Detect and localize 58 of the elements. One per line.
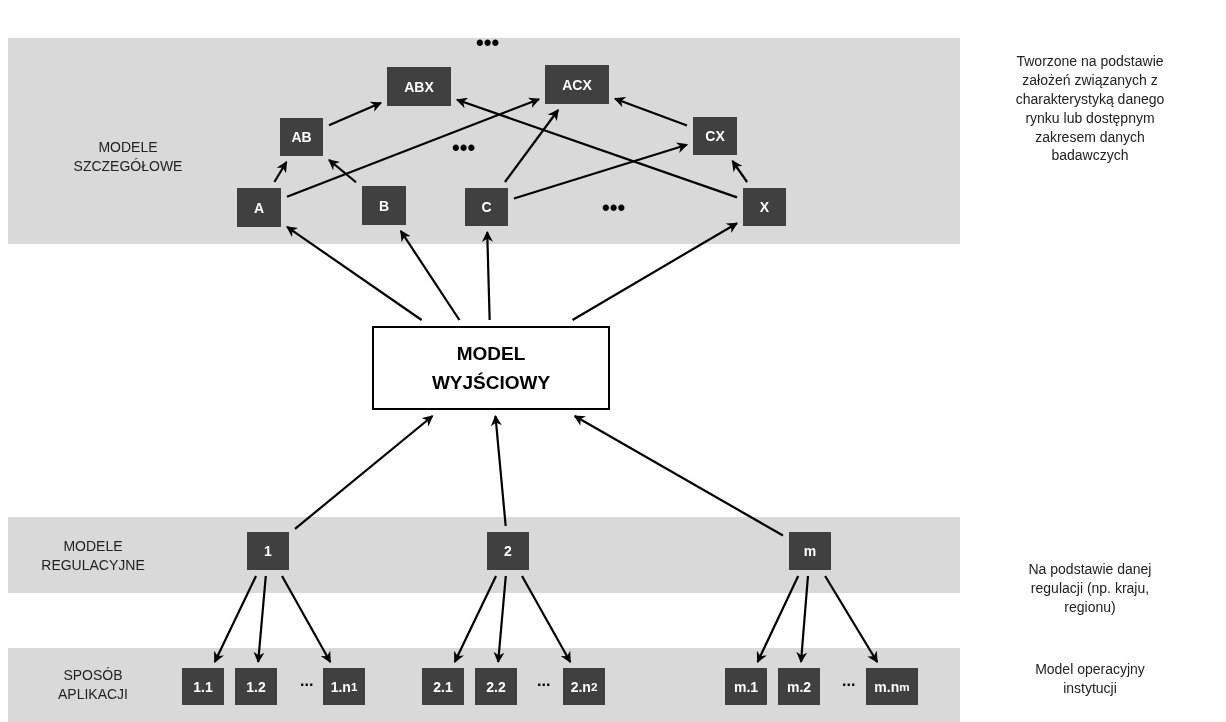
band-background xyxy=(8,517,960,593)
model-box: MODEL WYJŚCIOWY xyxy=(372,326,610,410)
model-node: 1 xyxy=(247,532,289,570)
model-node: m.2 xyxy=(778,668,820,705)
model-node: ABX xyxy=(387,67,451,106)
ellipsis-mark: ... xyxy=(842,672,856,690)
ellipsis-mark: ••• xyxy=(452,135,476,161)
ellipsis-mark: ••• xyxy=(476,30,500,56)
arrow xyxy=(490,414,507,527)
model-node: B xyxy=(362,186,406,225)
band-title: MODELE REGULACYJNE xyxy=(40,537,146,575)
arrow xyxy=(493,575,507,664)
arrow xyxy=(328,159,357,184)
arrow xyxy=(572,222,738,321)
ellipsis-mark: ... xyxy=(300,672,314,690)
model-node: m.1 xyxy=(725,668,767,705)
model-node: 2 xyxy=(487,532,529,570)
side-note: Tworzone na podstawie założeń związanych z charakterystyką danego rynku lub dostępnym zakresem danych badawczych xyxy=(1014,52,1166,166)
arrow xyxy=(273,161,288,183)
model-node: 1.2 xyxy=(235,668,277,705)
band-title: MODELE SZCZEGÓŁOWE xyxy=(72,138,184,176)
side-note: Model operacyjny instytucji xyxy=(1034,660,1146,698)
arrow xyxy=(328,101,382,127)
model-node: X xyxy=(743,188,786,226)
arrow xyxy=(521,575,572,663)
arrow xyxy=(504,109,560,183)
model-node: 2.2 xyxy=(475,668,517,705)
model-node: 2.1 xyxy=(422,668,464,705)
model-node: A xyxy=(237,188,281,227)
arrow xyxy=(213,575,257,663)
model-node: CX xyxy=(693,117,737,155)
arrow xyxy=(286,225,423,321)
arrow xyxy=(286,97,541,198)
band-background xyxy=(8,648,960,722)
model-node: ACX xyxy=(545,65,609,104)
ellipsis-mark: ... xyxy=(537,672,551,690)
arrow xyxy=(399,230,461,321)
arrow xyxy=(613,97,688,127)
arrow xyxy=(281,575,332,663)
band-background xyxy=(8,38,960,244)
arrow xyxy=(294,415,434,530)
arrow xyxy=(796,575,810,664)
side-note: Na podstawie danej regulacji (np. kraju, regionu) xyxy=(1027,560,1153,617)
arrow xyxy=(824,575,879,663)
model-node: m xyxy=(789,532,831,570)
arrow xyxy=(455,97,738,199)
arrow xyxy=(513,142,689,200)
arrow xyxy=(482,230,493,321)
model-node: 1.1 xyxy=(182,668,224,705)
arrow xyxy=(253,575,267,664)
arrow xyxy=(756,575,800,663)
ellipsis-mark: ••• xyxy=(602,195,626,221)
arrow xyxy=(731,160,748,183)
model-node: AB xyxy=(280,118,323,156)
band-title: SPOSÓB APLIKACJI xyxy=(57,666,129,704)
model-node: C xyxy=(465,188,508,226)
arrow xyxy=(573,415,784,537)
arrow xyxy=(453,575,497,663)
